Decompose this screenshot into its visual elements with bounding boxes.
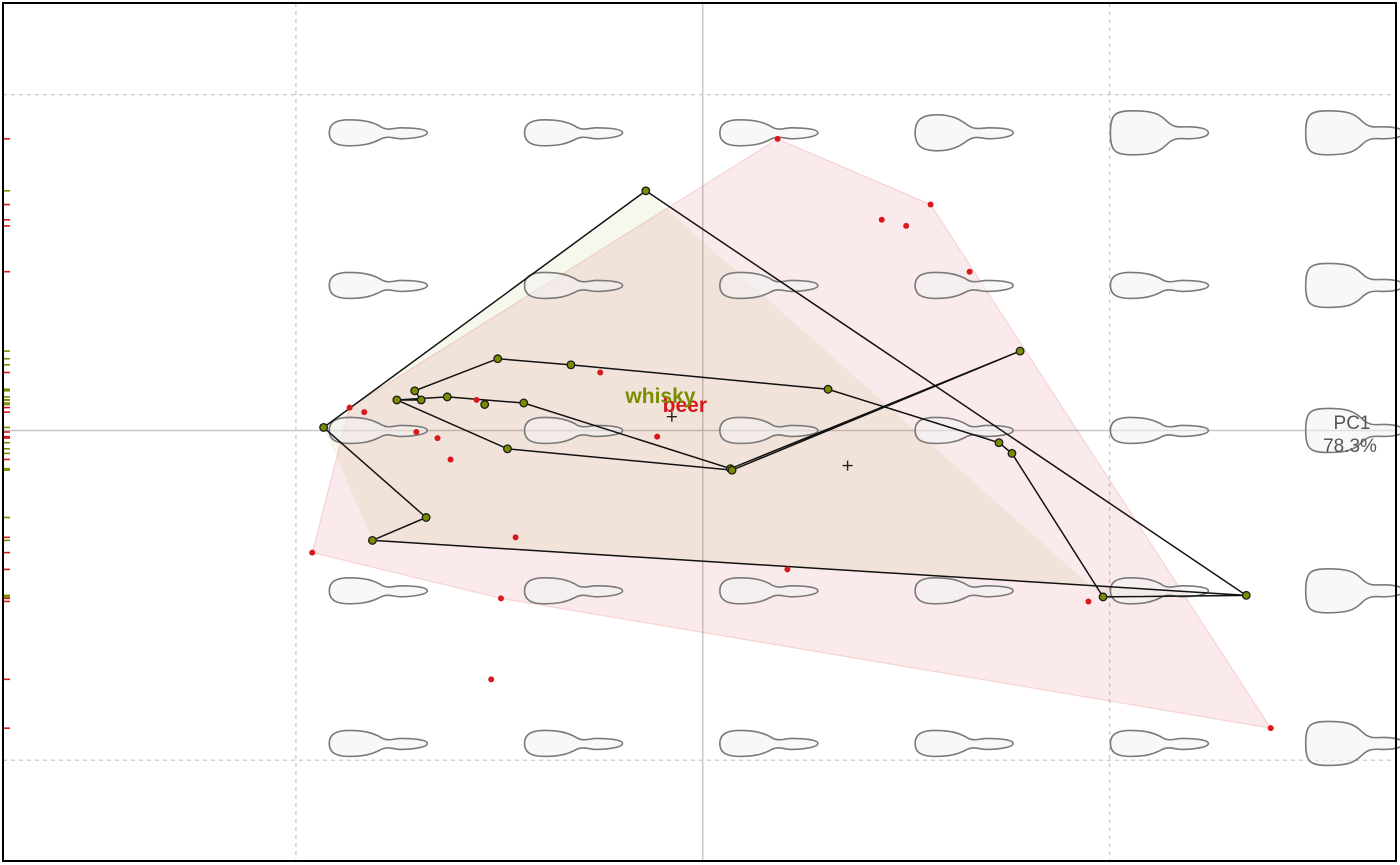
shape-glyph-r3-c5	[1304, 567, 1400, 614]
beer-point-11	[447, 456, 454, 463]
whisky-point-10	[519, 398, 529, 408]
beer-point-13	[512, 534, 519, 541]
shape-glyph-r4-c1	[523, 729, 624, 758]
shape-glyph-r4-c2	[719, 729, 819, 758]
beer-point-0	[774, 135, 781, 142]
beer-point-1	[927, 201, 934, 208]
whisky-group-label: whisky	[624, 385, 695, 408]
shape-glyph-r1-c1	[523, 271, 624, 300]
shape-glyph-r2-c4	[1109, 416, 1210, 445]
whisky-point-2	[367, 535, 377, 545]
shape-glyph-r0-c3	[914, 113, 1014, 152]
beer-point-12	[654, 433, 661, 440]
beer-point-6	[346, 404, 353, 411]
whisky-point-19	[421, 513, 431, 522]
shape-glyph-r2-c2	[719, 416, 819, 445]
beer-group-label: beer	[663, 394, 707, 417]
shape-glyph-r1-c3	[914, 271, 1014, 300]
shape-glyph-r3-c3	[914, 576, 1014, 605]
whisky-point-16	[442, 392, 452, 402]
shape-glyph-r2-c5	[1304, 407, 1400, 454]
whisky-point-8	[566, 360, 576, 370]
shape-glyph-r2-c1	[523, 416, 624, 445]
shape-glyph-r0-c5	[1304, 109, 1400, 156]
beer-point-10	[434, 435, 441, 442]
beer-point-19	[1267, 725, 1274, 732]
whisky-point-5	[410, 386, 420, 396]
whisky-point-7	[493, 354, 503, 364]
beer-point-17	[1085, 598, 1092, 605]
whisky-point-1	[319, 422, 329, 432]
shape-glyph-r1-c2	[719, 271, 819, 300]
shape-glyph-r1-c5	[1304, 262, 1400, 309]
whisky-point-20	[480, 400, 490, 409]
whisky-point-9	[823, 384, 833, 394]
shape-glyph-r0-c2	[719, 118, 819, 147]
shape-glyph-r1-c0	[328, 271, 429, 300]
whisky-point-3	[1015, 346, 1025, 356]
shape-glyph-r4-c5	[1304, 720, 1400, 767]
beer-point-16	[497, 595, 504, 602]
shape-glyph-r4-c4	[1109, 729, 1210, 758]
whisky-point-14	[416, 395, 426, 405]
whisky-point-0	[641, 186, 651, 196]
shape-glyph-r1-c4	[1109, 271, 1210, 300]
whisky-point-6	[392, 395, 402, 405]
shape-glyph-r0-c4	[1109, 109, 1210, 156]
beer-point-15	[784, 566, 791, 573]
whisky-centroid-marker	[842, 460, 853, 471]
shape-glyph-r3-c1	[523, 576, 624, 605]
beer-point-8	[473, 396, 480, 403]
shape-glyph-r0-c1	[523, 118, 624, 147]
beer-point-9	[413, 429, 420, 435]
beer-point-14	[309, 549, 316, 556]
beer-point-5	[597, 369, 604, 376]
point-layer	[309, 135, 1274, 732]
shape-glyph-r0-c0	[328, 118, 429, 147]
shape-glyph-r4-c3	[914, 729, 1014, 758]
whisky-point-17	[727, 465, 737, 475]
beer-point-18	[488, 676, 495, 683]
pc1-variance-label: 78.3%	[1323, 436, 1377, 457]
shape-glyph-r2-c0	[328, 416, 429, 445]
whisky-point-4	[1098, 592, 1108, 602]
whisky-point-15	[1007, 448, 1017, 458]
beer-point-3	[903, 222, 910, 229]
pc1-axis-label: PC1	[1334, 413, 1371, 434]
beer-point-2	[878, 216, 885, 223]
rug-layer	[3, 138, 10, 729]
whisky-point-12	[994, 438, 1004, 448]
shape-glyph-r4-c0	[328, 729, 429, 758]
beer-centroid-marker	[666, 411, 677, 422]
shape-glyph-r3-c0	[328, 576, 429, 605]
whisky-point-11	[503, 444, 512, 454]
shape-glyph-r3-c2	[719, 576, 819, 605]
beer-point-4	[966, 268, 973, 275]
whisky-point-18	[1241, 590, 1251, 600]
beer-point-7	[361, 409, 368, 416]
